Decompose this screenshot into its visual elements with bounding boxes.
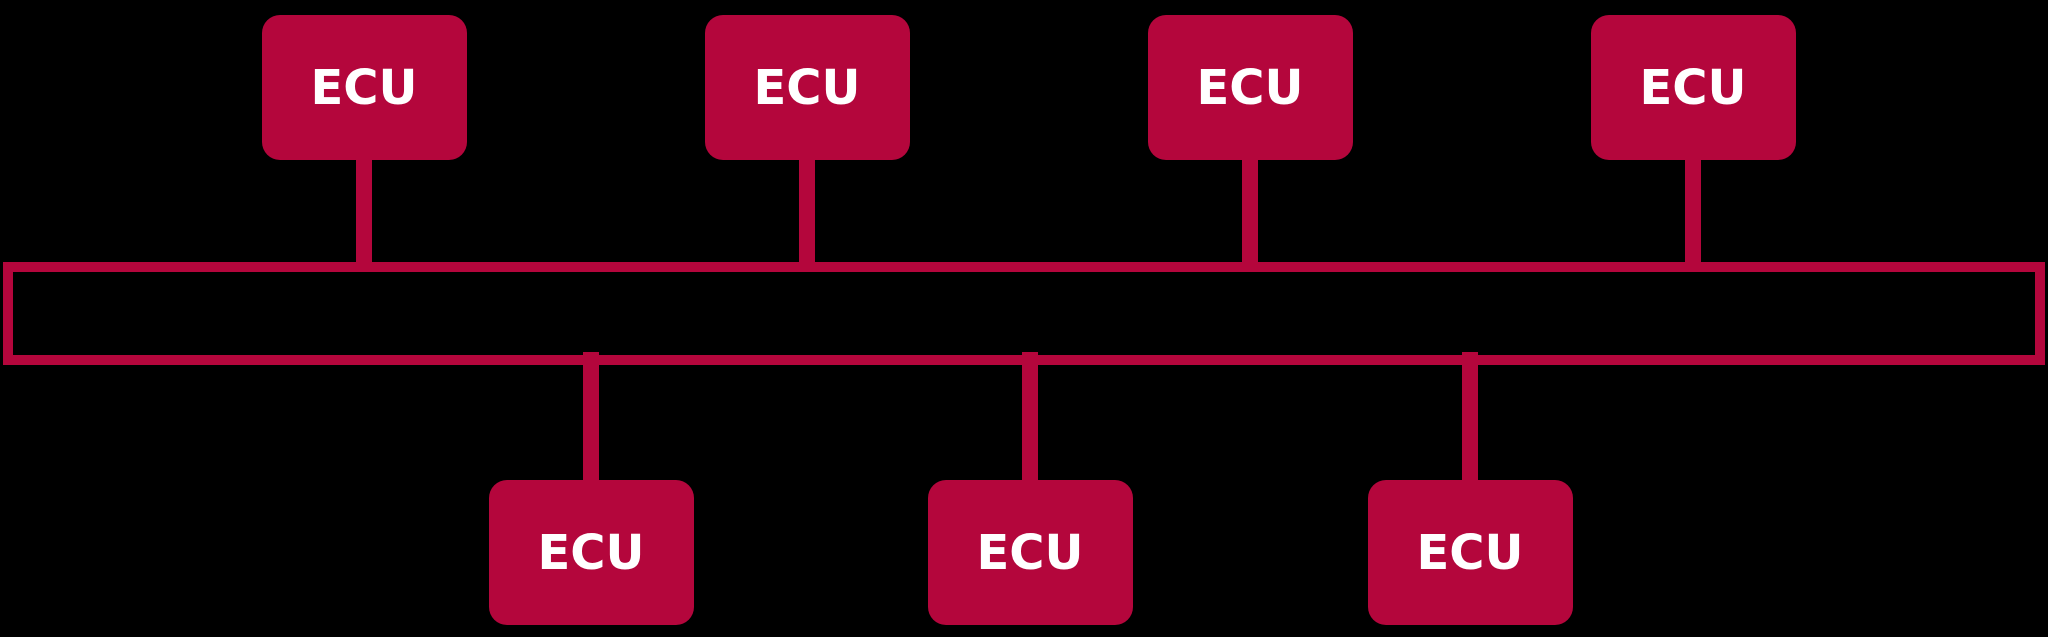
ecu-node: ECU (488, 480, 694, 625)
ecu-node: ECU (1590, 15, 1796, 160)
ecu-label: ECU (976, 524, 1084, 581)
ecu-node: ECU (261, 15, 467, 160)
connector-stem (1022, 352, 1038, 487)
ecu-label: ECU (753, 59, 861, 116)
connector-stem (799, 150, 815, 272)
connector-stem (1242, 150, 1258, 272)
ecu-node: ECU (1147, 15, 1353, 160)
connector-stem (1462, 352, 1478, 487)
ecu-label: ECU (310, 59, 418, 116)
bus-bar (3, 262, 2045, 365)
ecu-label: ECU (1196, 59, 1304, 116)
ecu-label: ECU (1639, 59, 1747, 116)
connector-stem (1685, 150, 1701, 272)
ecu-node: ECU (1367, 480, 1573, 625)
connector-stem (583, 352, 599, 487)
ecu-node: ECU (927, 480, 1133, 625)
ecu-label: ECU (1416, 524, 1524, 581)
ecu-node: ECU (704, 15, 910, 160)
ecu-label: ECU (537, 524, 645, 581)
connector-stem (356, 150, 372, 272)
